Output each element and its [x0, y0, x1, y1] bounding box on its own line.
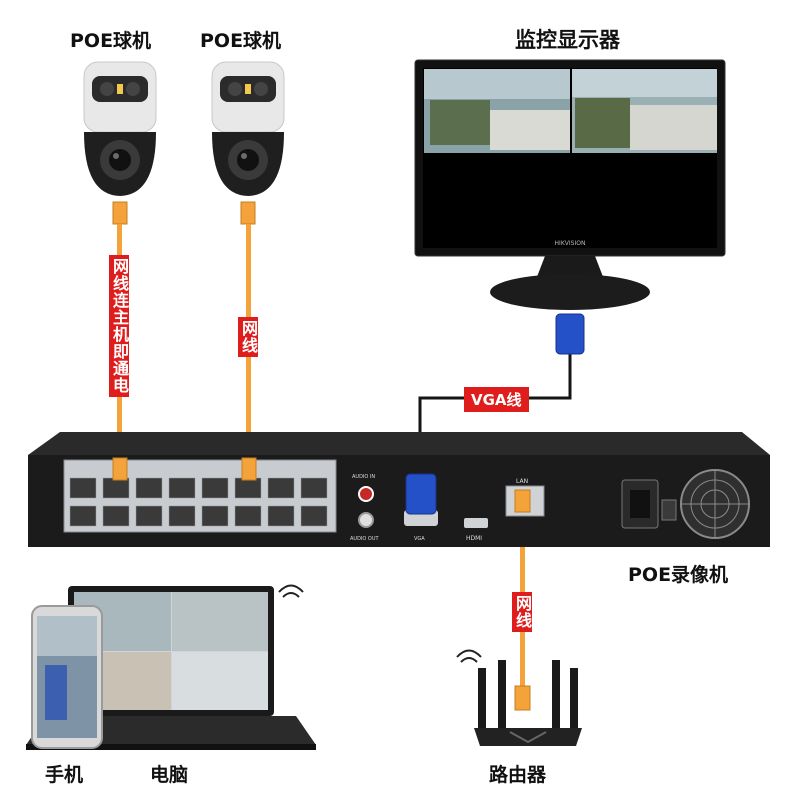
monitor-image: HIKVISION	[414, 59, 726, 310]
laptop-image	[26, 584, 316, 750]
hdmi-port-text: HDMI	[466, 535, 482, 542]
cable3-tag: 网线	[512, 592, 532, 632]
camera1-label: POE球机	[70, 30, 152, 52]
audio-in-text: AUDIO IN	[352, 474, 375, 480]
computer-label: 电脑	[150, 764, 189, 786]
audio-out-text: AUDIO OUT	[350, 536, 380, 542]
phone-image	[31, 605, 103, 749]
vga-tag: VGA线	[464, 387, 529, 412]
monitor-brand: HIKVISION	[555, 240, 586, 247]
cable1-tag: 网线连主机即通电	[109, 255, 129, 397]
phone-label: 手机	[45, 764, 84, 786]
lan-port-text: LAN	[516, 478, 528, 485]
cable2-tag: 网线	[238, 317, 258, 357]
vga-plug-top	[555, 313, 585, 355]
nvr-label: POE录像机	[628, 564, 729, 586]
monitor-label: 监控显示器	[515, 28, 620, 52]
nvr-image: AUDIO IN AUDIO OUT VGA HDMI LAN	[28, 432, 770, 547]
vga-port-text: VGA	[414, 536, 425, 542]
router-label: 路由器	[489, 764, 547, 786]
camera2-image	[211, 61, 285, 196]
camera2-label: POE球机	[200, 30, 282, 52]
router-image	[456, 649, 582, 746]
camera1-image	[83, 61, 157, 196]
